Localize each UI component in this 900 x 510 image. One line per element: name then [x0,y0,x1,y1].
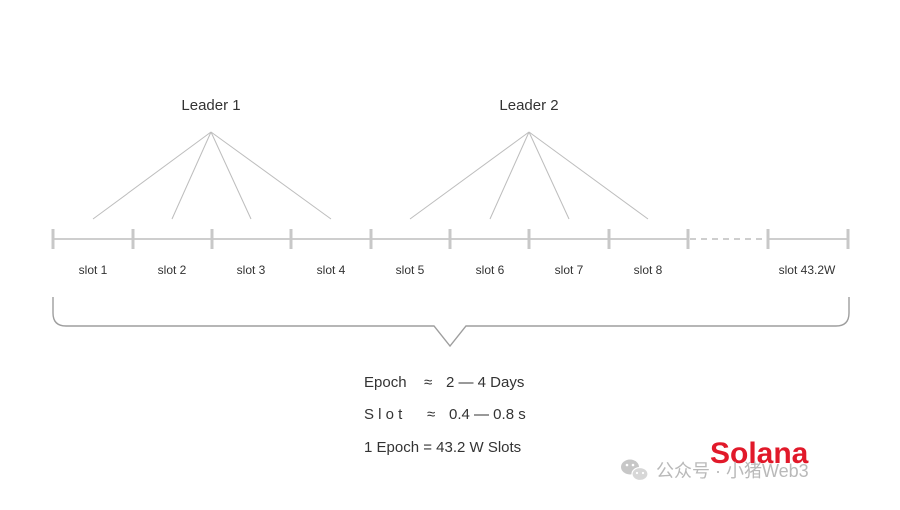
slot-ticks [51,229,850,249]
slot-key: S l o t [364,406,403,423]
slot-label: slot 4 [317,263,346,277]
slot-label: slot 3 [237,263,266,277]
epoch-key: Epoch [364,374,407,391]
slot-label: slot 1 [79,263,108,277]
leader-1-fan-line [171,131,212,220]
slot-label: slot 43.2W [779,263,836,277]
leader-1-fan-line [210,131,252,220]
leader-1-label: Leader 1 [181,97,240,114]
leader-2-label: Leader 2 [499,97,558,114]
slot-label: slot 2 [158,263,187,277]
leader-1-fan-line [210,131,332,220]
epoch-slot-count: 1 Epoch = 43.2 W Slots [364,439,521,456]
slot-label: slot 6 [476,263,505,277]
leader-2-fan-line [409,131,530,220]
epoch-approx: ≈ [424,374,432,391]
leader-1-fan-line [92,131,212,220]
wechat-icon [621,459,649,482]
slot-approx: ≈ [427,406,435,423]
leader-fans [92,131,649,220]
leader-2-fan-line [489,131,530,220]
epoch-brace [52,297,850,348]
slot-label: slot 5 [396,263,425,277]
leader-2-fan-line [528,131,570,220]
watermark: 公众号 · 小猪Web3 [621,459,809,482]
epoch-value: 2 — 4 Days [446,374,524,391]
leader-2-fan-line [528,131,649,220]
slot-label: slot 8 [634,263,663,277]
slot-value: 0.4 — 0.8 s [449,406,526,423]
slot-label: slot 7 [555,263,584,277]
watermark-text: 公众号 · 小猪Web3 [656,461,809,481]
solana-brand-text: Solana [710,437,809,470]
epoch-info: Epoch ≈ 2 — 4 Days S l o t ≈ 0.4 — 0.8 s… [364,374,526,456]
slot-labels: slot 1 slot 2 slot 3 slot 4 slot 5 slot … [79,263,836,277]
